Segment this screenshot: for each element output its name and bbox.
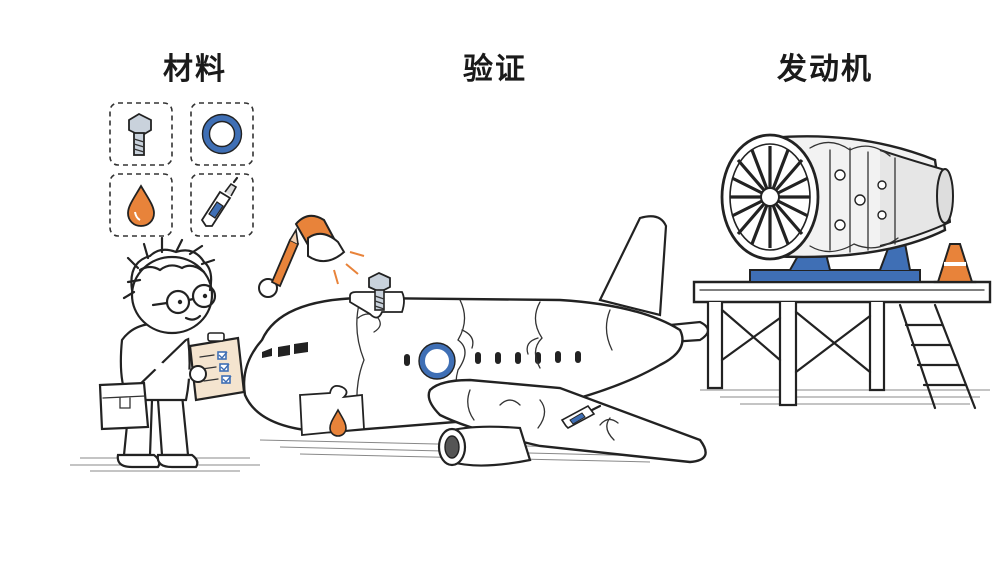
bolt-icon (109, 102, 173, 166)
material-tiles (109, 102, 254, 237)
airplane (242, 215, 710, 467)
traffic-cone-icon (932, 243, 978, 284)
ladder (898, 303, 977, 410)
fuselage-oil-drop-icon (329, 408, 347, 437)
wing-glue-tube-icon (560, 404, 602, 429)
clipboard-icon (188, 332, 246, 402)
verification-label: 验证 (463, 52, 527, 87)
glue-tube-icon (190, 173, 254, 237)
engine-test-stand (692, 133, 992, 410)
pencil-icon (270, 227, 300, 288)
wing-engine (437, 425, 532, 467)
oil-drop-icon (109, 173, 173, 237)
scientist-character (98, 227, 300, 469)
jet-engine (720, 133, 954, 261)
inspection-lamp-icon (294, 214, 365, 285)
materials-label: 材料 (163, 52, 227, 87)
engine-label: 发动机 (777, 52, 873, 87)
fuselage-bolt-icon (368, 272, 391, 311)
washer-ring-icon (190, 102, 254, 166)
